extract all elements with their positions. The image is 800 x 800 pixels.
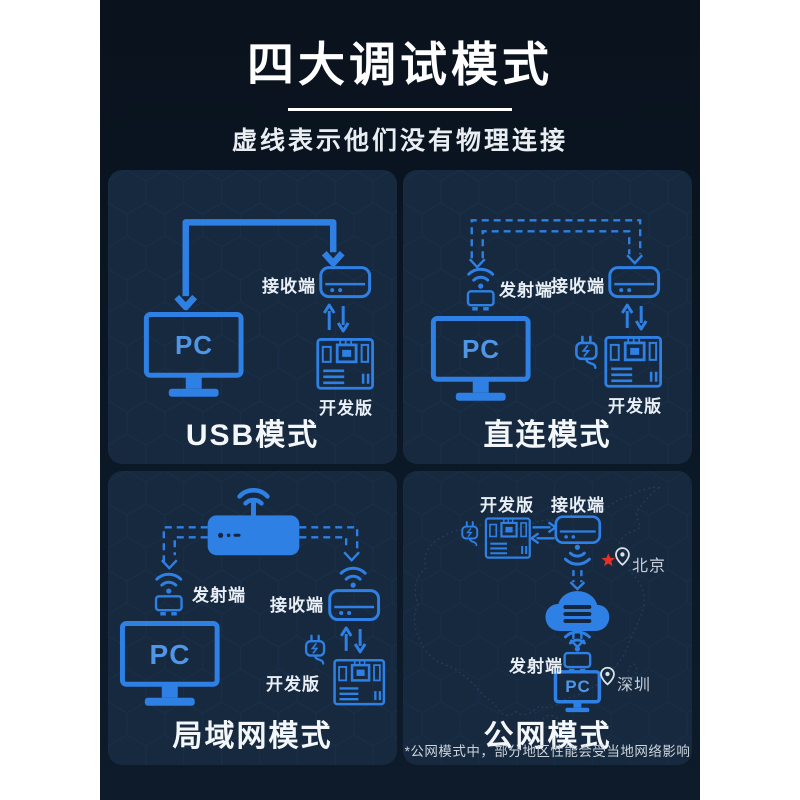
up-down-arrows-icon [339, 626, 367, 654]
devboard-label: 开发版 [480, 496, 534, 515]
devboard-label: 开发版 [266, 675, 320, 694]
circuit-board-icon [604, 336, 663, 388]
up-down-arrows-icon [620, 303, 648, 331]
cloud-dashed-link-upper [569, 570, 586, 591]
pc-screen-label: PC [174, 330, 214, 360]
wifi-signal-icon [563, 630, 591, 653]
receiver-label: 接收端 [270, 596, 324, 615]
usb-mode-diagram [108, 219, 374, 464]
location-pin-icon [615, 547, 630, 566]
mode-grid: PC 接收端 开发版 USB模式 [108, 170, 692, 765]
up-down-arrows-icon [322, 303, 350, 333]
left-right-arrows-icon [530, 521, 557, 545]
city-label-beijing: 北京 [632, 558, 667, 575]
footnote: *公网模式中，部分地区性能会受当地网络影响 [404, 744, 691, 759]
wifi-signal-icon [467, 267, 495, 291]
usb-cable-line [174, 219, 345, 311]
direct-mode-diagram [403, 219, 663, 464]
panel-direct-mode: 发射端 PC 接收端 开发版 直连模式 [403, 170, 692, 464]
circuit-board-icon [333, 658, 386, 706]
content-column: 四大调试模式 虚线表示他们没有物理连接 [100, 0, 700, 800]
wifi-signal-icon [339, 566, 367, 590]
usb-transmitter-icon [154, 595, 183, 617]
power-plug-icon [461, 521, 479, 547]
wireless-dashed-link [468, 219, 644, 269]
pc-monitor-small-icon [553, 670, 602, 713]
receiver-label: 接收端 [551, 277, 605, 296]
pc-screen-label: PC [565, 677, 591, 696]
panel-lan-mode: 发射端 PC 接收端 开发版 局域网模式 [108, 471, 397, 765]
receiver-label: 接收端 [262, 277, 316, 296]
devboard-label: 开发版 [319, 399, 373, 418]
receiver-box-icon [608, 266, 661, 299]
location-pin-icon [600, 666, 615, 686]
receiver-box-icon [328, 589, 381, 621]
lan-mode-diagram [108, 471, 386, 765]
circuit-board-icon [316, 338, 374, 390]
receiver-box-icon [554, 515, 602, 545]
receiver-label: 接收端 [551, 496, 605, 515]
china-map-outline [413, 486, 661, 729]
wifi-signal-icon [155, 572, 183, 596]
circuit-board-icon [484, 517, 531, 559]
mode-title-lan: 局域网模式 [172, 720, 333, 753]
header: 四大调试模式 虚线表示他们没有物理连接 [100, 0, 700, 157]
page-subtitle: 虚线表示他们没有物理连接 [231, 127, 568, 155]
mode-title-direct: 直连模式 [483, 419, 612, 452]
pc-screen-label: PC [461, 334, 501, 364]
receiver-box-icon [319, 266, 372, 299]
usb-transmitter-icon [563, 651, 592, 674]
cloud-server-icon [545, 591, 610, 631]
pc-screen-label: PC [149, 639, 191, 670]
transmitter-label: 发射端 [192, 586, 246, 605]
mode-title-wan: 公网模式 [483, 720, 612, 753]
panel-wan-mode: 开发版 接收端 北京 发射端 PC 深圳 公网模式 *公网模式中，部分地区性能会… [403, 471, 692, 765]
devboard-label: 开发版 [608, 397, 662, 416]
power-plug-icon [304, 634, 326, 665]
panel-usb-mode: PC 接收端 开发版 USB模式 [108, 170, 397, 464]
wan-mode-diagram [461, 515, 630, 713]
page-title: 四大调试模式 [247, 38, 553, 91]
red-star-icon [601, 553, 616, 567]
wifi-signal-down-icon [563, 543, 591, 566]
transmitter-label: 发射端 [499, 281, 553, 300]
title-underline [288, 108, 512, 111]
wireless-dashed-link [160, 526, 361, 570]
city-label-shenzhen: 深圳 [617, 677, 652, 694]
usb-transmitter-icon [466, 290, 495, 312]
wifi-router-icon [208, 490, 300, 555]
mode-title-usb: USB模式 [185, 419, 320, 452]
transmitter-label: 发射端 [509, 657, 563, 676]
power-plug-icon [575, 335, 598, 370]
